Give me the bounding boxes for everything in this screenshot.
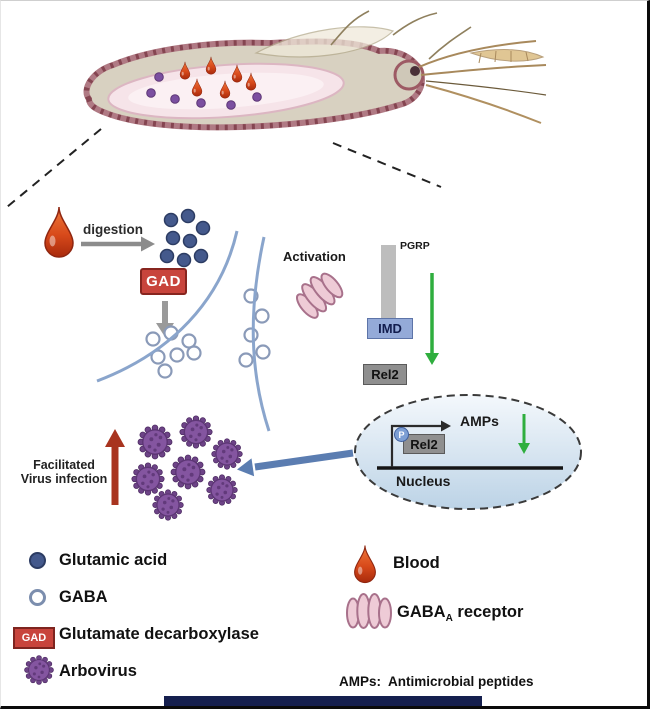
gaba-receptor-subscript: A [445, 613, 453, 624]
rel2-box: Rel2 [363, 364, 407, 385]
imd-box: IMD [367, 318, 413, 339]
glutamic-acid-cluster [159, 208, 211, 268]
pgrp-receptor-bar [381, 245, 396, 333]
imd-signal-arrow [425, 273, 439, 365]
gaba-cluster [145, 325, 202, 379]
legend-gaba-receptor: GABAA receptor [397, 603, 523, 624]
bottom-bar [164, 696, 482, 706]
legend-gaba: GABA [59, 588, 108, 606]
mosquito-head [393, 59, 425, 91]
gad-box: GAD [140, 268, 187, 295]
legend-glutamic-acid: Glutamic acid [59, 551, 168, 569]
gad-icon: GAD [13, 627, 55, 649]
mosquito-illustration [83, 10, 547, 131]
gaba-receptor-suffix: receptor [452, 603, 524, 621]
blood-drop [44, 206, 74, 258]
pgrp-label: PGRP [400, 240, 430, 252]
facilitated-line1: Facilitated [33, 458, 95, 472]
zoom-dashed-lines [6, 128, 442, 208]
legend-amps-note: AMPs: Antimicrobial peptides [339, 674, 534, 689]
legend-arbovirus: Arbovirus [59, 662, 137, 680]
digestion-arrow [81, 236, 155, 252]
legend-glutamate-decarboxylase: Glutamate decarboxylase [59, 625, 259, 643]
facilitated-infection-label: Facilitated Virus infection [13, 458, 115, 486]
activation-label: Activation [283, 249, 346, 264]
virus-increase-arrow [105, 429, 125, 505]
phospho-badge: P [394, 427, 409, 442]
gaba-icon [29, 589, 46, 606]
legend-blood: Blood [393, 554, 440, 572]
wing [254, 26, 395, 58]
glutamic-acid-icon [29, 552, 46, 569]
gaba-receptor-prefix: GABA [397, 603, 446, 621]
arbovirus-icon [23, 654, 55, 686]
antennae-proboscis [418, 40, 547, 124]
legs [330, 10, 472, 60]
transcription-arrow [390, 420, 451, 467]
digestion-label: digestion [83, 222, 143, 237]
amps-down-arrow [518, 414, 530, 454]
nucleus-to-virus-arrow [237, 449, 354, 477]
facilitated-line2: Virus infection [20, 472, 108, 486]
nucleus-label: Nucleus [396, 473, 451, 489]
cell-membrane [96, 230, 271, 432]
rel2-nuclear-box: Rel2 [403, 434, 445, 454]
gaba-receptor-icon [346, 593, 392, 629]
amps-label: AMPs [460, 413, 499, 429]
gaba-receptor [289, 266, 348, 323]
virus-cluster [131, 415, 243, 521]
virus-particles-in-gut [146, 72, 262, 110]
blood-icon [354, 544, 376, 584]
